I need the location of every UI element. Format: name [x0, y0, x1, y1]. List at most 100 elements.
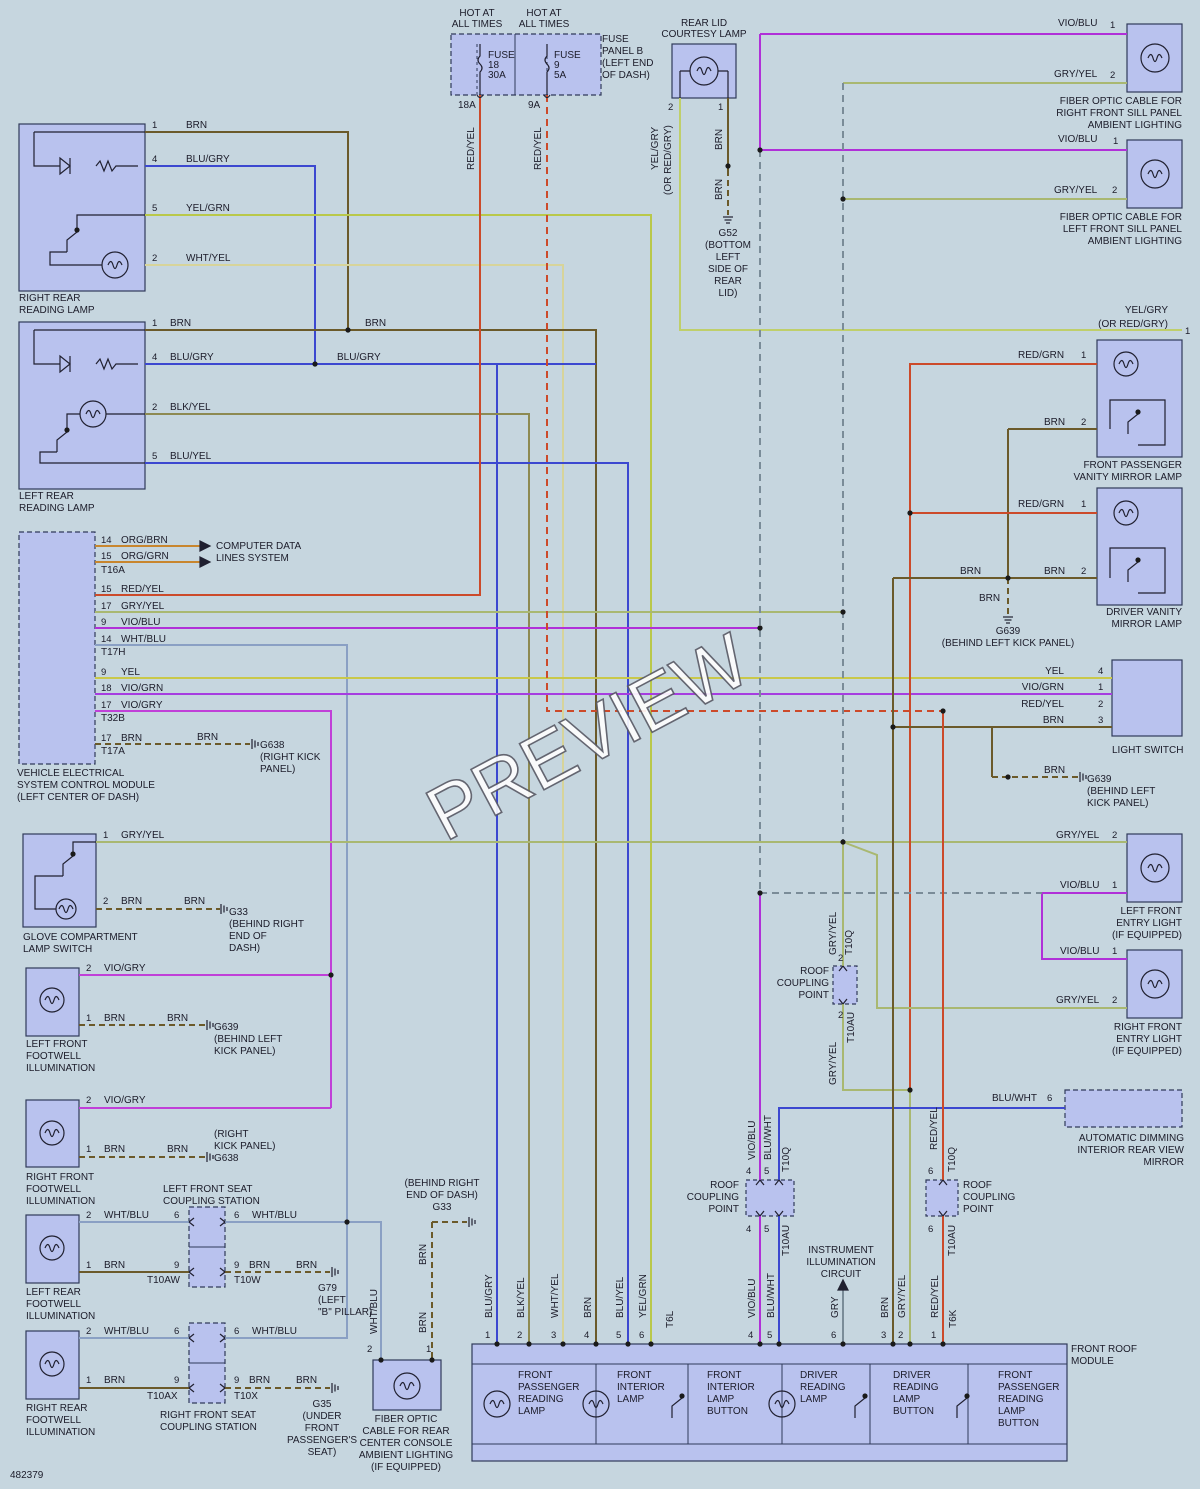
- junction-dot: [907, 1087, 913, 1093]
- rpr-title: POINT: [963, 1204, 994, 1215]
- junction-dot: [840, 196, 846, 202]
- ground-icon: [1003, 616, 1013, 624]
- rrf-spin: 9: [174, 1375, 179, 1386]
- vescm-pin: 18: [101, 683, 112, 694]
- fuse-panel: PANEL B: [602, 46, 643, 57]
- fm-pin: 1: [485, 1330, 490, 1341]
- rpr-w: RED/YEL: [929, 1107, 940, 1150]
- fuse-hot1: ALL TIMES: [452, 19, 503, 30]
- vescm-wire-label: BRN: [121, 733, 142, 744]
- junction-dot: [429, 1357, 435, 1363]
- glove-wire: BRN: [184, 896, 205, 907]
- bulb-filament-icon: [696, 66, 712, 76]
- rrf-spin: 6: [234, 1326, 239, 1337]
- rr-wire-label: YEL/GRN: [186, 203, 230, 214]
- fm-pin: 1: [931, 1330, 936, 1341]
- rr-footwell-box: [25, 1330, 80, 1400]
- junction-dot: [560, 1341, 566, 1347]
- rpl-p: 5: [764, 1166, 769, 1177]
- rrf-conn: T10AX: [147, 1391, 178, 1402]
- dv-pin: 2: [1081, 566, 1086, 577]
- switch-icon: [854, 1397, 866, 1418]
- junction-dot: [907, 1341, 913, 1347]
- rl-wire: BRN: [714, 129, 725, 150]
- dv-title: DRIVER VANITY: [1106, 607, 1182, 618]
- fuse9: 5A: [554, 70, 567, 81]
- junction-dot: [757, 625, 763, 631]
- lrf-conn: T10W: [234, 1275, 261, 1286]
- fm-wire: GRY/YEL: [897, 1274, 908, 1318]
- lrf-wire: BRN: [104, 1260, 125, 1271]
- lrf-title: FOOTWELL: [26, 1299, 81, 1310]
- junction-dot: [1005, 575, 1011, 581]
- rr-title: RIGHT REAR: [19, 293, 81, 304]
- coupling-arrow-icon: [188, 1383, 226, 1393]
- connector-icon: [476, 94, 551, 99]
- ground-icon: [331, 1267, 339, 1277]
- bulb-icon: [1140, 159, 1170, 189]
- center-console-cable-box: [372, 1359, 442, 1411]
- watermark: PREVIEW: [413, 618, 763, 858]
- lrf-ground: G79: [318, 1283, 337, 1294]
- driver-vanity-box: [1096, 487, 1183, 606]
- ls-ground-wire: BRN: [1044, 765, 1065, 776]
- le-title: ENTRY LIGHT: [1116, 918, 1182, 929]
- fuse-panel: FUSE: [602, 34, 629, 45]
- fm-section-label: FRONT: [518, 1370, 552, 1381]
- vescm-pin: 15: [101, 551, 112, 562]
- rr-pin: 2: [152, 253, 157, 264]
- switch-icon: [671, 1397, 683, 1418]
- sill-r-title: AMBIENT LIGHTING: [1088, 120, 1182, 131]
- lr-wire-label: BLK/YEL: [170, 402, 211, 413]
- fv-title: VANITY MIRROR LAMP: [1073, 472, 1182, 483]
- sill-l-title: FIBER OPTIC CABLE FOR: [1060, 212, 1182, 223]
- roof-point-left-box: [745, 1179, 795, 1217]
- cc-wire: WHT/BLU: [369, 1289, 380, 1334]
- rr-pin: 5: [152, 203, 157, 214]
- lf-wire: VIO/GRY: [104, 963, 146, 974]
- fm-wire: BLU/WHT: [766, 1273, 777, 1318]
- fm-title: MODULE: [1071, 1356, 1114, 1367]
- lf-title: ILLUMINATION: [26, 1063, 95, 1074]
- bulb-filament-icon: [44, 1128, 60, 1138]
- dv-brn-down: BRN: [979, 593, 1000, 604]
- rpr-p: 6: [928, 1166, 933, 1177]
- sill-l-wire: VIO/BLU: [1058, 134, 1097, 145]
- bulb-icon: [582, 1390, 610, 1418]
- fm-wire: BRN: [583, 1297, 594, 1318]
- arrow-up-icon: [837, 1278, 849, 1291]
- fv-wire: BRN: [1044, 417, 1065, 428]
- ls-pin: 3: [1098, 715, 1103, 726]
- fm-wire: VIO/BLU: [747, 1279, 758, 1318]
- ls-pin: 1: [1098, 682, 1103, 693]
- vescm-wire-label: YEL: [121, 667, 140, 678]
- bulb-icon: [39, 1120, 65, 1146]
- vescm-pin: 17: [101, 601, 112, 612]
- le-title: (IF EQUIPPED): [1112, 930, 1182, 941]
- junction-dot: [757, 1341, 763, 1347]
- junction-dot: [1005, 774, 1011, 780]
- instrument-circuit: CIRCUIT: [821, 1269, 862, 1280]
- fm-pin: 2: [517, 1330, 522, 1341]
- rf-pin: 1: [86, 1144, 91, 1155]
- cc-wire: BRN: [418, 1244, 429, 1265]
- fm-wire: BLK/YEL: [516, 1277, 527, 1318]
- rrf-pin: 2: [86, 1326, 91, 1337]
- ls-wire: YEL: [1045, 666, 1064, 677]
- lrf-pin: 1: [86, 1260, 91, 1271]
- rf-wire: BRN: [167, 1144, 188, 1155]
- rrf-ground: G35: [313, 1399, 332, 1410]
- sill-r-wire: VIO/BLU: [1058, 18, 1097, 29]
- bulb-filament-icon: [774, 1399, 790, 1409]
- lrf-spin: 9: [174, 1260, 179, 1271]
- glove-ground: (BEHIND RIGHT: [229, 919, 304, 930]
- bulb-icon: [39, 1235, 65, 1261]
- rpl-p: 5: [764, 1224, 769, 1235]
- fuse18: FUSE: [488, 50, 515, 61]
- wire-internal: [679, 70, 729, 98]
- ls-title: LIGHT SWITCH: [1112, 745, 1183, 756]
- junction-dot: [1135, 409, 1141, 415]
- junction-dot: [494, 1341, 500, 1347]
- rl-wire: BRN: [714, 179, 725, 200]
